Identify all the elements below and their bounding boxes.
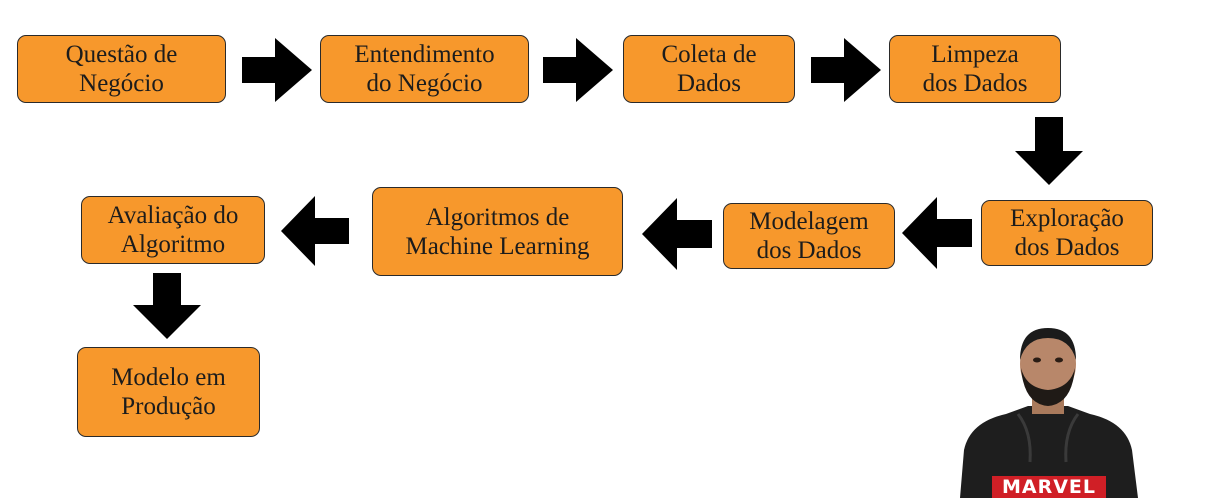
arrow-right-icon <box>543 38 613 102</box>
presenter-shirt-logo: MARVEL <box>1001 476 1097 498</box>
presenter-video <box>960 328 1138 498</box>
arrow-down-icon <box>1015 117 1083 185</box>
step-label-line2: Dados <box>677 70 741 97</box>
step-label-line1: Modelagem <box>749 208 869 235</box>
step-label-line2: dos Dados <box>922 70 1028 97</box>
step-label-line1: Entendimento <box>354 41 495 68</box>
arrow-left-icon <box>281 196 349 266</box>
arrow-right-icon <box>811 38 881 102</box>
step-label-line2: dos Dados <box>1014 234 1120 261</box>
step-label-line1: Modelo em <box>111 364 226 391</box>
step-label-line1: Avaliação do <box>107 202 239 229</box>
step-label-line1: Algoritmos de <box>425 203 570 231</box>
step-label-line2: Algoritmo <box>120 231 226 258</box>
step-label-line2: Produção <box>121 393 216 420</box>
step-label-line1: Questão de <box>65 41 178 68</box>
step-label-line1: Exploração <box>1010 205 1124 232</box>
arrow-left-icon <box>902 197 972 269</box>
step-label-line2: Negócio <box>79 70 164 97</box>
arrow-right-icon <box>242 38 312 102</box>
arrow-down-icon <box>133 273 201 339</box>
step-label-line1: Limpeza <box>931 41 1019 68</box>
step-label-line2: Machine Learning <box>405 232 590 260</box>
step-label-line2: dos Dados <box>756 237 862 264</box>
arrow-left-icon <box>642 198 712 270</box>
step-label-line2: do Negócio <box>366 70 483 97</box>
step-label-line1: Coleta de <box>661 41 757 68</box>
